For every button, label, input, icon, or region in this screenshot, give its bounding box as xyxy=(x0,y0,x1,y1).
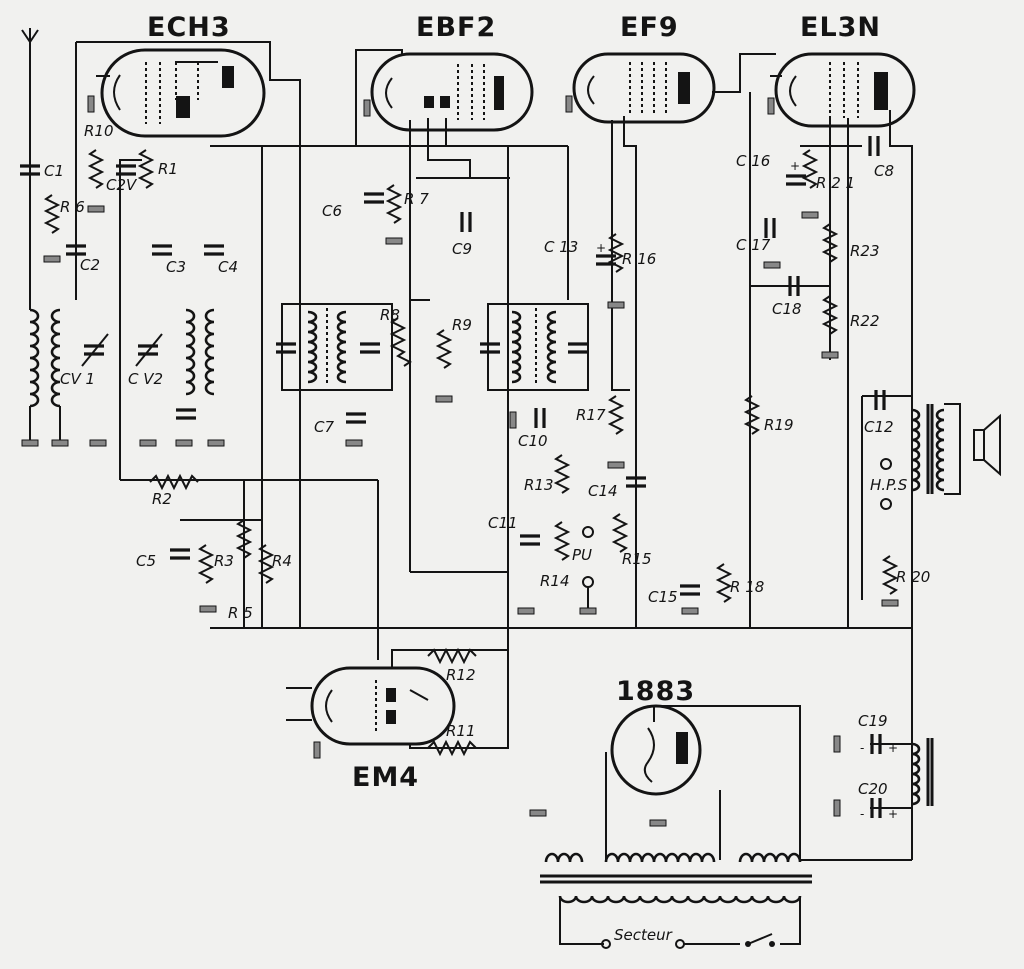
label-c19: C19 xyxy=(858,712,888,730)
tube-ef9 xyxy=(572,52,716,124)
label-r14: R14 xyxy=(540,572,570,590)
c20-plus: + xyxy=(888,807,898,821)
tube-ef9-label: EF9 xyxy=(620,12,679,43)
label-r7: R 7 xyxy=(404,190,429,208)
label-c15: C15 xyxy=(648,588,678,606)
label-r1: R1 xyxy=(158,160,178,178)
tube-1883-label: 1883 xyxy=(616,676,695,707)
resistors xyxy=(43,149,899,757)
label-r23: R23 xyxy=(850,242,880,260)
label-r8: R8 xyxy=(380,306,400,324)
label-hps: H.P.S xyxy=(870,476,908,494)
output-transformer xyxy=(911,403,961,495)
label-r12: R12 xyxy=(446,666,476,684)
osc-coil xyxy=(185,308,215,396)
label-r4: R4 xyxy=(272,552,292,570)
c19-minus: - xyxy=(860,741,864,755)
hps-jacks xyxy=(880,458,892,510)
tube-el3n xyxy=(774,52,916,128)
label-r3: R3 xyxy=(214,552,234,570)
tube-ech3-label: ECH3 xyxy=(147,12,231,43)
ground-symbols xyxy=(21,75,899,827)
antenna-icon xyxy=(21,28,39,60)
label-r6: R 6 xyxy=(60,198,85,216)
label-c3: C3 xyxy=(166,258,186,276)
label-r21: R 2 1 xyxy=(816,174,855,192)
label-pu: PU xyxy=(572,546,592,564)
wiring xyxy=(75,41,913,861)
label-c14: C14 xyxy=(588,482,618,500)
label-c4: C4 xyxy=(218,258,238,276)
label-c17: C 17 xyxy=(736,236,771,254)
label-r20: R 20 xyxy=(896,568,930,586)
tube-ebf2-label: EBF2 xyxy=(416,12,496,43)
label-c10: C10 xyxy=(518,432,548,450)
capacitors xyxy=(20,136,886,818)
label-c16: C 16 xyxy=(736,152,770,170)
if-transformer-1 xyxy=(281,303,393,391)
tube-1883 xyxy=(610,704,702,796)
label-r2: R2 xyxy=(152,490,172,508)
tube-em4-label: EM4 xyxy=(352,762,419,793)
label-secteur: Secteur xyxy=(614,926,673,944)
tube-ech3 xyxy=(100,48,266,138)
label-c8: C8 xyxy=(874,162,894,180)
label-r5: R 5 xyxy=(228,604,253,622)
power-transformer xyxy=(540,852,812,949)
label-cv1: CV 1 xyxy=(60,370,95,388)
label-r13: R13 xyxy=(524,476,554,494)
label-r22: R22 xyxy=(850,312,880,330)
label-c7: C7 xyxy=(314,418,334,436)
label-r9: R9 xyxy=(452,316,472,334)
label-c2v: C2V xyxy=(106,176,138,194)
c20-minus: - xyxy=(860,807,864,821)
tube-em4 xyxy=(310,666,456,746)
label-c6: C6 xyxy=(322,202,342,220)
ant-coil xyxy=(29,42,61,440)
label-r15: R15 xyxy=(622,550,652,568)
c19-plus: + xyxy=(888,741,898,755)
tube-ebf2 xyxy=(370,52,534,132)
label-r16: R 16 xyxy=(622,250,656,268)
label-r18: R 18 xyxy=(730,578,764,596)
pu-jacks xyxy=(582,526,594,608)
label-c9: C9 xyxy=(452,240,472,258)
label-c13: C 13 xyxy=(544,238,578,256)
label-c5: C5 xyxy=(136,552,156,570)
filter-choke xyxy=(911,738,934,806)
label-c18: C18 xyxy=(772,300,802,318)
tube-el3n-label: EL3N xyxy=(800,12,881,43)
label-r19: R19 xyxy=(764,416,794,434)
if-transformer-2 xyxy=(487,303,589,391)
c16-plus: + xyxy=(790,159,800,173)
c13-plus: + xyxy=(596,241,606,255)
label-cv2: C V2 xyxy=(128,370,163,388)
label-c1: C1 xyxy=(44,162,64,180)
label-r17: R17 xyxy=(576,406,606,424)
label-c20: C20 xyxy=(858,780,888,798)
label-r10: R10 xyxy=(84,122,114,140)
speaker-icon xyxy=(973,413,1001,477)
label-c11: C11 xyxy=(488,514,518,532)
label-c2: C2 xyxy=(80,256,100,274)
label-c12: C12 xyxy=(864,418,894,436)
label-r11: R11 xyxy=(446,722,476,740)
